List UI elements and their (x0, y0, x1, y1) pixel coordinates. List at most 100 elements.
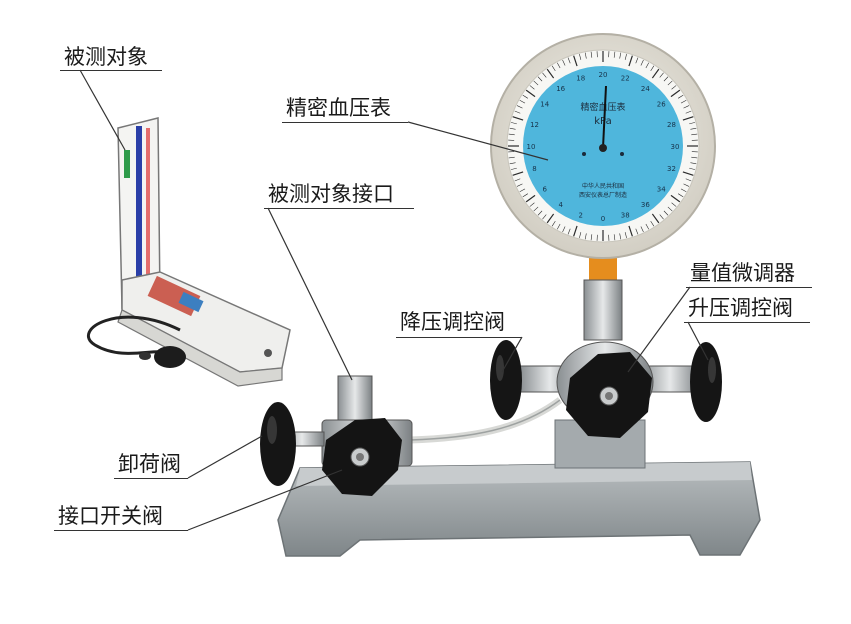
gauge-tick (667, 80, 673, 86)
gauge-tick (670, 89, 681, 98)
unload-valve-knob (260, 402, 296, 486)
gauge-tick (624, 53, 627, 60)
gauge-tick (635, 57, 639, 64)
port-switch-valve-knob (322, 418, 402, 496)
gauge-connector (589, 256, 617, 280)
gauge-tick (508, 156, 515, 159)
leader-port-switch (187, 469, 343, 531)
gauge-marker-left (582, 152, 586, 156)
gauge-tick (590, 234, 593, 241)
decrease-knob-highlight (496, 355, 504, 381)
gauge-tick (663, 210, 669, 216)
gauge-tick (590, 51, 593, 58)
gauge-tick (537, 76, 543, 82)
gauge-scale-number: 22 (621, 75, 630, 83)
gauge-tick (671, 202, 677, 207)
gauge-tick (573, 55, 578, 67)
gauge-tick (567, 57, 571, 64)
gauge-pivot (599, 144, 607, 152)
label-object: 被测对象 (64, 45, 148, 69)
gauge-tick (522, 94, 529, 99)
leader-interface (267, 207, 353, 381)
gauge-tick (546, 213, 555, 224)
gauge-tick (525, 89, 536, 98)
gauge-scale-number: 24 (641, 85, 650, 93)
gauge-scale-number: 28 (667, 121, 676, 129)
gauge-tick (640, 59, 644, 66)
gauge-tick (562, 59, 566, 66)
case-label (178, 291, 204, 313)
gauge-tick (619, 52, 622, 59)
port-knob-screw (356, 453, 364, 461)
gauge-tick (509, 127, 516, 130)
gauge-tick (613, 234, 616, 241)
underline-port-switch-valve (54, 530, 188, 531)
label-fine-adjuster: 量值微调器 (690, 261, 795, 285)
gauge-tick (510, 167, 517, 170)
gauge-tick (691, 133, 698, 136)
gauge-tick (651, 213, 660, 224)
gauge-tick (628, 55, 633, 67)
gauge-tick (516, 183, 523, 187)
gauge-tick (562, 226, 566, 233)
case-port (264, 349, 272, 357)
gauge-tick (682, 171, 694, 176)
gauge-needle (602, 85, 607, 149)
fine-knob-screw (605, 392, 613, 400)
gauge-tick (584, 233, 587, 240)
gauge-tick (579, 53, 582, 60)
gauge-tick (542, 72, 547, 78)
gauge-scale-number: 36 (641, 201, 650, 209)
gauge-scale-number: 30 (671, 143, 680, 151)
gauge-scale-number: 6 (543, 185, 548, 193)
gauge-tick (533, 206, 539, 212)
hand-bulb (154, 346, 186, 368)
gauge-unit: kPa (594, 116, 612, 127)
gauge-tick (519, 99, 526, 104)
decrease-knob (490, 340, 522, 420)
gauge-tick (682, 116, 694, 121)
leader-lines (79, 69, 709, 531)
gauge-tick (529, 85, 535, 90)
gauge-marker-right (620, 152, 624, 156)
gauge-scale-number: 20 (599, 71, 608, 79)
leader-object (79, 69, 126, 151)
gauge-tick (645, 223, 650, 230)
underline-increase-valve (684, 322, 810, 323)
gauge-scale-number: 14 (540, 101, 549, 109)
increase-knob (690, 342, 722, 422)
gauge-scale-number: 18 (576, 75, 585, 83)
leader-gauge (407, 121, 549, 161)
gauge-tick (567, 228, 571, 235)
underline-interface (264, 208, 414, 209)
gauge-tick (551, 220, 556, 227)
gauge-tick (650, 220, 655, 227)
leader-decrease (501, 336, 523, 373)
gauge-tick (514, 178, 521, 182)
gauge-tick (533, 80, 539, 86)
label-port-switch-valve: 接口开关阀 (58, 504, 163, 528)
mercury-tube (136, 126, 142, 296)
label-decrease-valve: 降压调控阀 (400, 310, 505, 334)
gauge-tick (680, 99, 687, 104)
gauge-tick (659, 72, 664, 78)
gauge-tick (651, 68, 660, 79)
gauge-tick (584, 52, 587, 59)
leader-fine-adjuster (627, 286, 691, 373)
label-unload-valve: 卸荷阀 (118, 452, 181, 476)
gauge-tick (509, 162, 516, 165)
gauge-tick (556, 62, 561, 69)
connecting-pipe (409, 397, 563, 444)
gauge-scale-number: 16 (556, 85, 565, 93)
column-label (124, 150, 130, 178)
leader-increase (687, 321, 709, 361)
gauge-tick (516, 105, 523, 109)
leader-unload (187, 435, 263, 479)
gauge-tick (512, 171, 524, 176)
sphygmomanometer (87, 117, 291, 387)
underline-decrease-valve (396, 337, 522, 338)
underline-object (60, 70, 162, 71)
gauge-tick (522, 193, 529, 198)
